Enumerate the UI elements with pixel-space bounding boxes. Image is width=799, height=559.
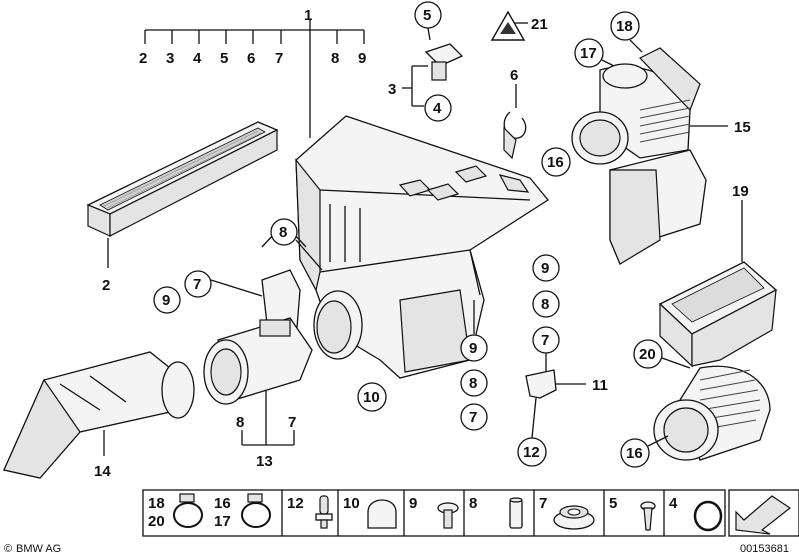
o-ring-icon <box>693 500 723 532</box>
bushing-icon <box>509 497 523 529</box>
callout-15: 15 <box>734 119 751 136</box>
callout-6-top: 6 <box>247 50 255 67</box>
callout-2-top: 2 <box>139 50 147 67</box>
rubber-cap-icon <box>367 499 397 529</box>
callout-5-top: 5 <box>220 50 228 67</box>
callout-19: 19 <box>732 183 749 200</box>
legend-8-label: 5 <box>609 495 617 512</box>
hose-clamp-large-icon <box>173 493 203 528</box>
legend-1-label-b: 20 <box>148 513 165 530</box>
callout-7-c: 7 <box>541 332 549 349</box>
copyright-symbol: © <box>4 543 12 555</box>
callout-9-top: 9 <box>358 50 366 67</box>
callout-circle-12 <box>517 437 547 467</box>
callout-3-top: 3 <box>166 50 174 67</box>
callout-12: 12 <box>523 444 540 461</box>
callout-7-a: 7 <box>193 276 201 293</box>
callout-9-c: 9 <box>541 260 549 277</box>
mass-flow-tube <box>203 317 313 405</box>
callout-7-top: 7 <box>275 50 283 67</box>
callout-8-c: 8 <box>541 296 549 313</box>
callout-circle-16-upper <box>541 147 571 177</box>
callout-2: 2 <box>102 277 110 294</box>
callout-14: 14 <box>94 463 111 480</box>
callout-circle-9-b <box>460 334 488 362</box>
resonator <box>653 261 778 461</box>
callout-bracket-top <box>144 20 365 138</box>
screw-icon <box>437 502 459 529</box>
callout-11: 11 <box>592 377 608 394</box>
mass-air-sensor <box>424 43 464 81</box>
bracket-11 <box>525 369 557 399</box>
callout-circle-8-c <box>532 290 560 318</box>
callout-7-b: 7 <box>469 409 477 426</box>
callout-4-top: 4 <box>193 50 202 67</box>
grommet-icon <box>553 505 595 530</box>
arrow-icon <box>728 489 799 537</box>
self-tapping-screw-icon <box>640 501 656 531</box>
brand-text: BMW AG <box>16 543 61 555</box>
callout-circle-9-c <box>532 254 560 282</box>
legend-7-label: 7 <box>539 495 547 512</box>
intake-duct <box>3 351 195 479</box>
callout-circle-20 <box>633 339 663 369</box>
warning-label-icon <box>490 10 526 41</box>
hose-clamp-small-icon <box>241 493 271 528</box>
legend-6-label: 8 <box>469 495 477 512</box>
legend-2-label-b: 17 <box>214 513 231 530</box>
callout-18: 18 <box>616 18 633 35</box>
callout-circle-16-lower <box>620 438 650 468</box>
legend-3-label: 12 <box>287 495 304 512</box>
callout-4: 4 <box>433 100 442 117</box>
air-filter-element <box>86 121 279 268</box>
callout-1: 1 <box>304 7 312 24</box>
callout-21: 21 <box>531 16 548 33</box>
legend-1-label-a: 18 <box>148 495 165 512</box>
callout-16-lower: 16 <box>626 445 643 462</box>
cable-clip <box>503 111 527 160</box>
callout-8-a: 8 <box>279 224 287 241</box>
callout-9-a: 9 <box>162 292 170 309</box>
legend-9-label: 4 <box>669 495 678 512</box>
callout-8-top: 8 <box>331 50 339 67</box>
callout-17: 17 <box>580 45 597 62</box>
callout-circle-7-b <box>460 403 488 431</box>
callout-circle-8-b <box>460 369 488 397</box>
callout-circle-18 <box>610 11 640 41</box>
callout-7-b: 8 <box>236 414 244 431</box>
callout-circle-10 <box>357 382 387 412</box>
legend-2-label-a: 16 <box>214 495 231 512</box>
callout-3-sensor: 3 <box>388 81 396 98</box>
footer: © BMW AG 00153681 <box>4 543 789 555</box>
callout-10: 10 <box>363 389 380 406</box>
callout-9-b: 9 <box>469 340 477 357</box>
intake-hose <box>571 47 707 266</box>
legend-strip: 18 20 16 17 12 10 9 8 7 <box>142 489 799 537</box>
callout-8-b: 7 <box>288 414 296 431</box>
diagram-number: 00153681 <box>740 543 789 555</box>
callout-circle-4 <box>424 94 452 122</box>
callout-circle-7-a <box>184 270 212 298</box>
callout-6: 6 <box>510 67 518 84</box>
callout-circle-9-a <box>153 286 181 314</box>
legend-4-label: 10 <box>343 495 360 512</box>
callout-8-b: 8 <box>469 375 477 392</box>
callout-20: 20 <box>639 346 656 363</box>
air-filter-housing <box>295 115 549 379</box>
callout-circle-17 <box>574 38 604 68</box>
callout-13: 13 <box>256 453 273 470</box>
callout-circle-8-a <box>270 218 298 246</box>
callout-5: 5 <box>423 7 431 24</box>
callout-16-upper: 16 <box>547 154 564 171</box>
rivet-icon <box>315 495 333 529</box>
legend-5-label: 9 <box>409 495 417 512</box>
